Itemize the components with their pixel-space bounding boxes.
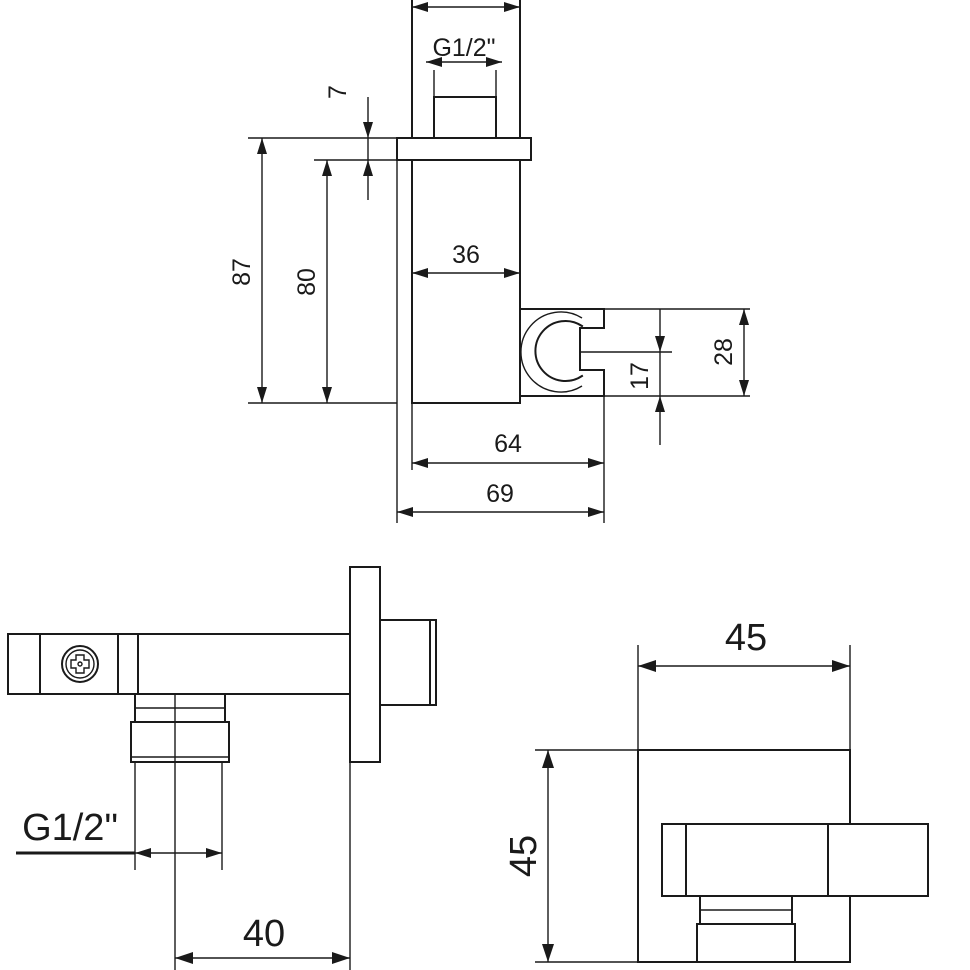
- dim-holder-height: 28: [710, 338, 738, 366]
- dim-projection-body: 64: [494, 430, 522, 458]
- top-view: G1/2" 7 87 80 36 28 17: [228, 0, 750, 523]
- dim-flange-thickness: 7: [324, 85, 352, 99]
- dim-front-width: 45: [725, 617, 767, 659]
- dim-side-thread: G1/2": [22, 807, 118, 849]
- dim-holder-clip: 17: [626, 362, 654, 390]
- side-arm: [7, 633, 351, 695]
- dim-top-thread: G1/2": [432, 34, 495, 62]
- dim-body-width: 36: [452, 241, 480, 269]
- front-view: 45 45: [503, 617, 929, 963]
- outlet-thread: [130, 721, 230, 763]
- elevation-flange: [396, 137, 532, 161]
- front-holder: [661, 823, 833, 897]
- dim-projection-total: 69: [486, 480, 514, 508]
- dim-front-height: 45: [503, 835, 545, 877]
- side-flange: [349, 566, 381, 763]
- side-view: G1/2" 40: [7, 566, 437, 970]
- screw-head: [61, 645, 99, 683]
- side-thread-connector: [379, 619, 437, 706]
- dim-total-height: 87: [228, 258, 256, 286]
- dim-side-depth: 40: [243, 913, 285, 955]
- screw-cross-icon: [70, 654, 90, 674]
- dim-body-height: 80: [293, 268, 321, 296]
- elevation-thread-connector: [433, 96, 497, 139]
- elevation-body: [411, 159, 521, 404]
- holder-clip-arc: [534, 320, 584, 382]
- front-outlet-thread: [696, 923, 796, 963]
